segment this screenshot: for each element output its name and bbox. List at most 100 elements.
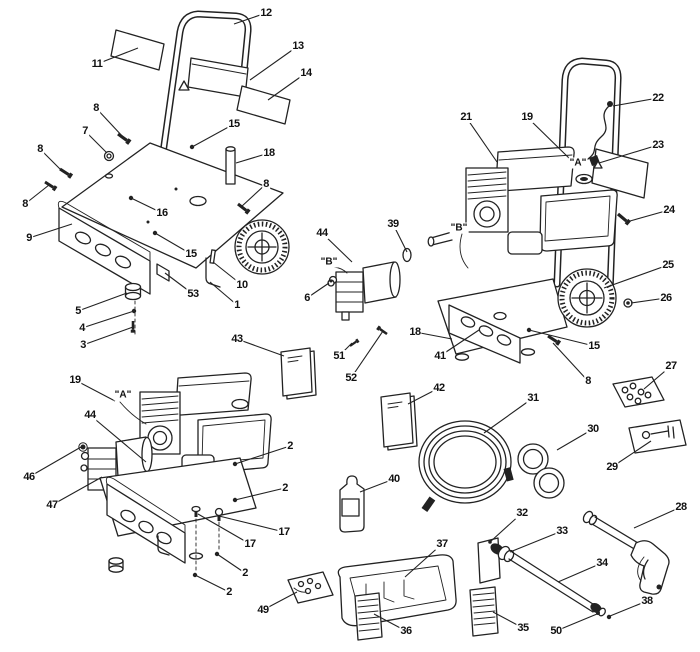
handle-drawing-right [553,57,622,296]
callout-8: 8 [584,375,592,387]
callout-10: 10 [235,279,249,291]
handle-drawing [159,10,252,157]
callout-4: 4 [78,322,86,334]
pin-10-drawing [209,249,216,264]
callout-16: 16 [155,207,169,219]
callout-42: 42 [432,382,446,394]
callout-24: 24 [662,204,676,216]
warning-triangle-icon [593,160,603,169]
callout-40: 40 [387,473,401,485]
callout-36: 36 [399,625,413,637]
callout-41: 41 [433,350,447,362]
hose-b-drawing [459,233,469,269]
callout-37: 37 [435,538,449,550]
accessories [280,347,687,641]
callout-52: 52 [344,372,358,384]
foot-5-drawing [124,282,142,301]
reference-letter: "A" [568,157,588,169]
parts-bag-27-drawing [612,376,665,408]
pump-drawing-right [327,261,401,321]
kit-card-29-drawing [628,419,687,454]
frame-drawing-left [99,457,257,573]
callout-49: 49 [256,604,270,616]
callout-2: 2 [241,567,249,579]
callout-8: 8 [36,143,44,155]
nozzle-holder-30-drawing [517,443,565,499]
callout-32: 32 [515,507,529,519]
frame-exploded-view [43,10,291,338]
callout-46: 46 [22,471,36,483]
reference-letter: "B" [319,256,339,268]
callout-7: 7 [81,125,89,137]
callout-38: 38 [640,595,654,607]
wire-connector-drawing [607,101,613,107]
manual-43-drawing [280,347,317,400]
callout-8: 8 [92,102,100,114]
callout-13: 13 [291,40,305,52]
callout-18: 18 [408,326,422,338]
callout-26: 26 [659,292,673,304]
callout-2: 2 [225,586,233,598]
bracket-53-drawing [156,263,170,282]
callout-39: 39 [386,218,400,230]
callout-28: 28 [674,501,688,513]
callout-29: 29 [605,461,619,473]
callout-30: 30 [586,423,600,435]
warning-triangle-icon [178,80,190,91]
callout-21: 21 [459,111,473,123]
callout-23: 23 [651,139,665,151]
callout-19: 19 [68,374,82,386]
callout-15: 15 [227,118,241,130]
o-ring-39-drawing [402,247,412,263]
callout-50: 50 [549,625,563,637]
wire-a-drawing [119,401,147,425]
front-skirt-drawing [57,200,151,295]
wheel-drawing-right [557,268,617,328]
callout-22: 22 [651,92,665,104]
rod-1-drawing [205,257,221,288]
support-tube-drawing [225,146,236,185]
callout-15: 15 [587,340,601,352]
bolt-17-drawing [191,505,224,521]
callout-47: 47 [45,499,59,511]
spray-gun-28-drawing [582,510,670,595]
callout-3: 3 [79,339,87,351]
wheel-drawing-left [234,219,290,275]
callout-53: 53 [186,288,200,300]
washer-7-drawing [103,150,115,162]
callout-11: 11 [90,58,104,70]
callout-31: 31 [526,392,540,404]
callout-18: 18 [262,147,276,159]
callout-17: 17 [277,526,291,538]
hose-31-drawing [418,420,514,513]
callout-33: 33 [555,525,569,537]
engine-drawing-right [427,146,618,255]
callout-15: 15 [184,248,198,260]
callout-34: 34 [595,557,609,569]
foot-drawing [108,557,124,573]
callout-8: 8 [262,178,270,190]
label-36-drawing [354,592,383,641]
reference-letter: "A" [113,389,133,401]
callout-1: 1 [233,299,241,311]
label-35-drawing [469,586,499,637]
callout-5: 5 [74,305,82,317]
assembled-unit-lower-left [78,372,272,578]
callout-9: 9 [25,232,33,244]
callout-44: 44 [315,227,329,239]
callout-43: 43 [230,333,244,345]
callout-14: 14 [299,67,313,79]
callout-2: 2 [286,440,294,452]
wire-drawing [584,105,610,162]
callout-12: 12 [259,7,273,19]
bottle-40-drawing [339,475,365,533]
callout-35: 35 [516,622,530,634]
callout-51: 51 [332,350,346,362]
callout-2: 2 [281,482,289,494]
callout-25: 25 [661,259,675,271]
callout-6: 6 [303,292,311,304]
reference-letter: "B" [449,222,469,234]
